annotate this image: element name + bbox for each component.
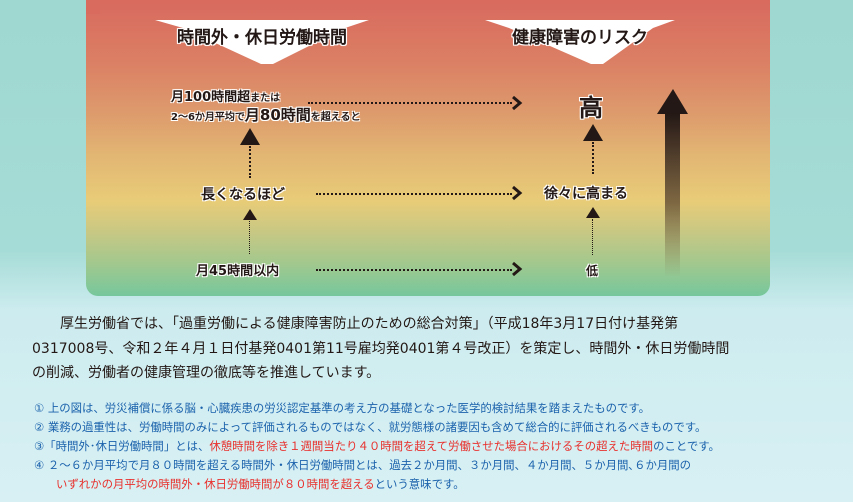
paragraph-line-text: 厚生労働省では、「過重労働による健康障害防止のための総合対策」（平成18年3月1… — [60, 316, 679, 332]
dotted-vertical-left-upper — [249, 146, 251, 178]
note-text: 「時間外･休日労働時間」とは、 — [44, 439, 210, 453]
condition-high-line1: 月100時間超または — [171, 86, 280, 105]
paragraph-line: 厚生労働省では、「過重労働による健康障害防止のための総合対策」（平成18年3月1… — [32, 312, 832, 337]
chevron-right-icon — [512, 95, 523, 111]
overtime-hours-header: 時間外・休日労働時間 — [155, 20, 369, 64]
paragraph-line-text: 0317008号、令和２年４月１日付基発0401第11号雇均発0401第４号改正… — [32, 340, 730, 357]
risk-high-label: 高 — [579, 94, 603, 122]
risk-increase-arrow-icon — [657, 89, 688, 277]
note-marker: ③ — [34, 439, 45, 453]
condition-high-pre: 2〜6か月平均で — [171, 112, 245, 123]
dotted-vertical-left-lower — [249, 221, 250, 254]
note-text: ２～６か月平均で月８０時間を超える時間外・休日労働時間とは、過去２か月間、３か月… — [44, 458, 692, 472]
condition-high-line2: 2〜6か月平均で月80時間を超えると — [171, 104, 361, 125]
policy-paragraph: 厚生労働省では、「過重労働による健康障害防止のための総合対策」（平成18年3月1… — [32, 312, 832, 386]
note-text: という意味です。 — [374, 477, 465, 491]
health-risk-header-label: 健康障害のリスク — [512, 28, 648, 48]
chevron-right-icon — [512, 261, 523, 277]
condition-within-45h-label: 月45時間以内 — [196, 264, 280, 279]
arrow-up-icon — [240, 128, 260, 145]
notes-list: ① 上の図は、労災補償に係る脳・心臓疾患の労災認定基準の考え方の基礎となった医学… — [34, 399, 834, 494]
condition-longer-label: 長くなるほど — [201, 187, 285, 203]
paragraph-line-text: の削減、労働者の健康管理の徹底等を推進しています。 — [32, 365, 381, 381]
arrow-up-icon — [586, 207, 600, 218]
overtime-hours-header-label: 時間外・休日労働時間 — [177, 28, 347, 48]
note-text: 上の図は、労災補償に係る脳・心臓疾患の労災認定基準の考え方の基礎となった医学的検… — [44, 401, 651, 415]
paragraph-line: 0317008号、令和２年４月１日付基発0401第11号雇均発0401第４号改正… — [32, 337, 832, 362]
dotted-vertical-right-lower — [592, 219, 593, 255]
note-text: 業務の過重性は、労働時間のみによって評価されるものではなく、就労態様の諸要因も含… — [44, 420, 707, 434]
paragraph-line: の削減、労働者の健康管理の徹底等を推進しています。 — [32, 361, 832, 386]
arrow-up-icon — [243, 209, 257, 220]
note-item: ③「時間外･休日労働時間」とは、休憩時間を除き１週間当たり４０時間を超えて労働さ… — [34, 437, 834, 456]
note-item: ④ ２～６か月平均で月８０時間を超える時間外・休日労働時間とは、過去２か月間、３… — [34, 456, 834, 475]
health-risk-header: 健康障害のリスク — [485, 20, 675, 64]
note-marker: ④ — [34, 458, 45, 472]
note-item-continuation: いずれかの月平均の時間外・休日労働時間が８０時間を超えるという意味です。 — [34, 475, 834, 494]
note-text: のことです。 — [653, 439, 720, 453]
note-item: ① 上の図は、労災補償に係る脳・心臓疾患の労災認定基準の考え方の基礎となった医学… — [34, 399, 834, 418]
chevron-right-icon — [512, 185, 523, 201]
note-text-highlight: 休憩時間を除き１週間当たり４０時間を超えて労働させた場合におけるその超えた時間 — [209, 439, 654, 453]
dotted-connector-high — [308, 102, 512, 104]
condition-high-post: を超えると — [310, 112, 361, 123]
risk-increasing-label: 徐々に高まる — [544, 186, 628, 202]
note-marker: ① — [34, 401, 45, 415]
banner-arrow-shape — [155, 20, 369, 64]
dotted-connector-low — [316, 269, 512, 271]
condition-high-rest: または — [250, 93, 281, 104]
note-item: ② 業務の過重性は、労働時間のみによって評価されるものではなく、就労態様の諸要因… — [34, 418, 834, 437]
condition-high-bold2: 月80時間 — [244, 106, 311, 124]
banner-arrow-shape — [485, 20, 675, 64]
risk-diagram-panel: 時間外・休日労働時間 健康障害のリスク 月100時間超または 2〜6か月平均で月… — [86, 0, 770, 296]
risk-low-label: 低 — [586, 264, 599, 278]
dotted-vertical-right-upper — [592, 142, 594, 174]
condition-high-bold: 月100時間超 — [171, 90, 251, 105]
note-text-highlight: いずれかの月平均の時間外・休日労働時間が８０時間を超える — [56, 477, 375, 491]
arrow-up-icon — [583, 124, 603, 141]
note-marker: ② — [34, 420, 45, 434]
dotted-connector-medium — [316, 193, 512, 195]
